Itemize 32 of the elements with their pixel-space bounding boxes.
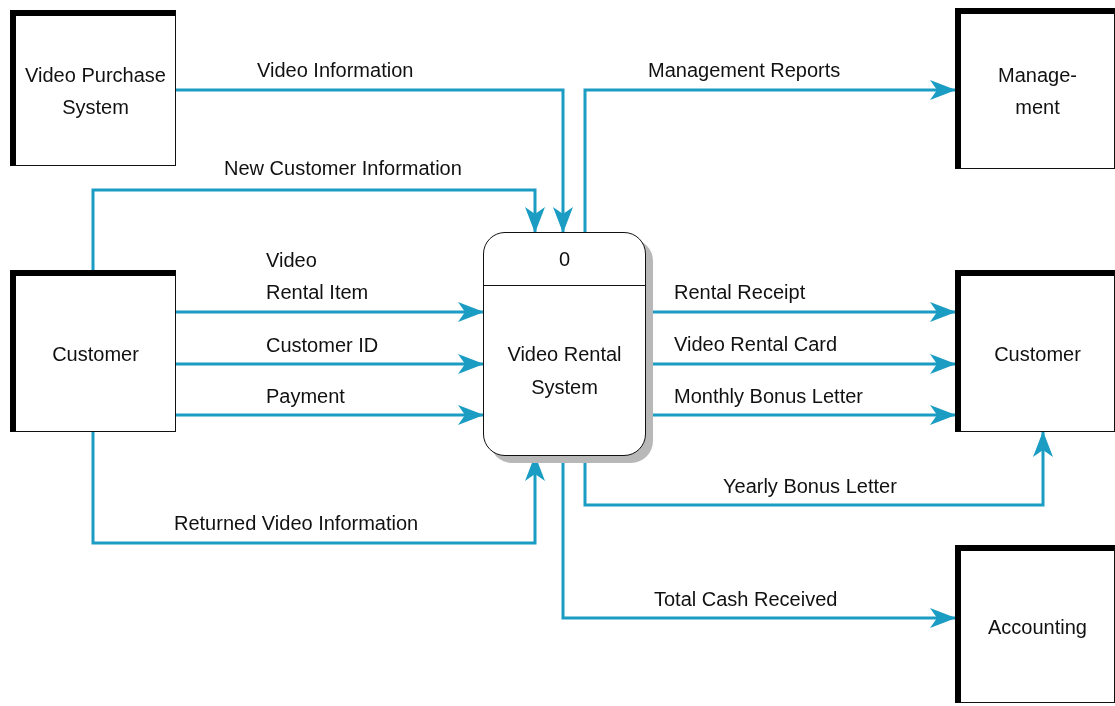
data-flow-arrow	[176, 302, 484, 322]
data-flow-arrow	[176, 405, 484, 425]
edge-label: New Customer Information	[224, 156, 462, 181]
data-flow-arrow	[91, 432, 545, 545]
edge-label: Payment	[266, 384, 345, 409]
edge-label: Video Rental Item	[266, 248, 370, 305]
external-entity-box	[955, 270, 1115, 432]
data-flow-arrow	[583, 80, 956, 232]
entity-name: Accounting	[987, 614, 1088, 640]
edge-label: Video Rental Card	[674, 332, 838, 357]
entity-name: Video Purchase System	[24, 62, 167, 120]
process-number: 0	[484, 233, 645, 286]
external-entity-box	[10, 270, 176, 432]
edge-label: Management Reports	[648, 58, 841, 83]
data-flow-arrow	[91, 188, 545, 270]
data-flow-arrow	[583, 431, 1053, 507]
edge-label: Yearly Bonus Letter	[723, 474, 897, 499]
entity-name: Manage- ment	[997, 63, 1078, 120]
entity-name: Customer	[51, 341, 140, 367]
external-entity-box	[955, 545, 1115, 703]
entity-name: Customer	[993, 341, 1082, 367]
external-entity-box	[10, 10, 176, 166]
data-flow-arrow	[176, 88, 573, 233]
external-entity-box	[955, 8, 1115, 169]
edge-label: Rental Receipt	[674, 280, 806, 305]
edge-label: Returned Video Information	[174, 511, 419, 536]
process-name: Video Rental System	[506, 341, 623, 400]
data-flow-arrow	[176, 354, 484, 374]
edge-label: Total Cash Received	[654, 587, 838, 612]
edge-label: Monthly Bonus Letter	[674, 384, 863, 409]
edge-label: Video Information	[257, 58, 414, 83]
edge-label: Customer ID	[266, 333, 379, 358]
